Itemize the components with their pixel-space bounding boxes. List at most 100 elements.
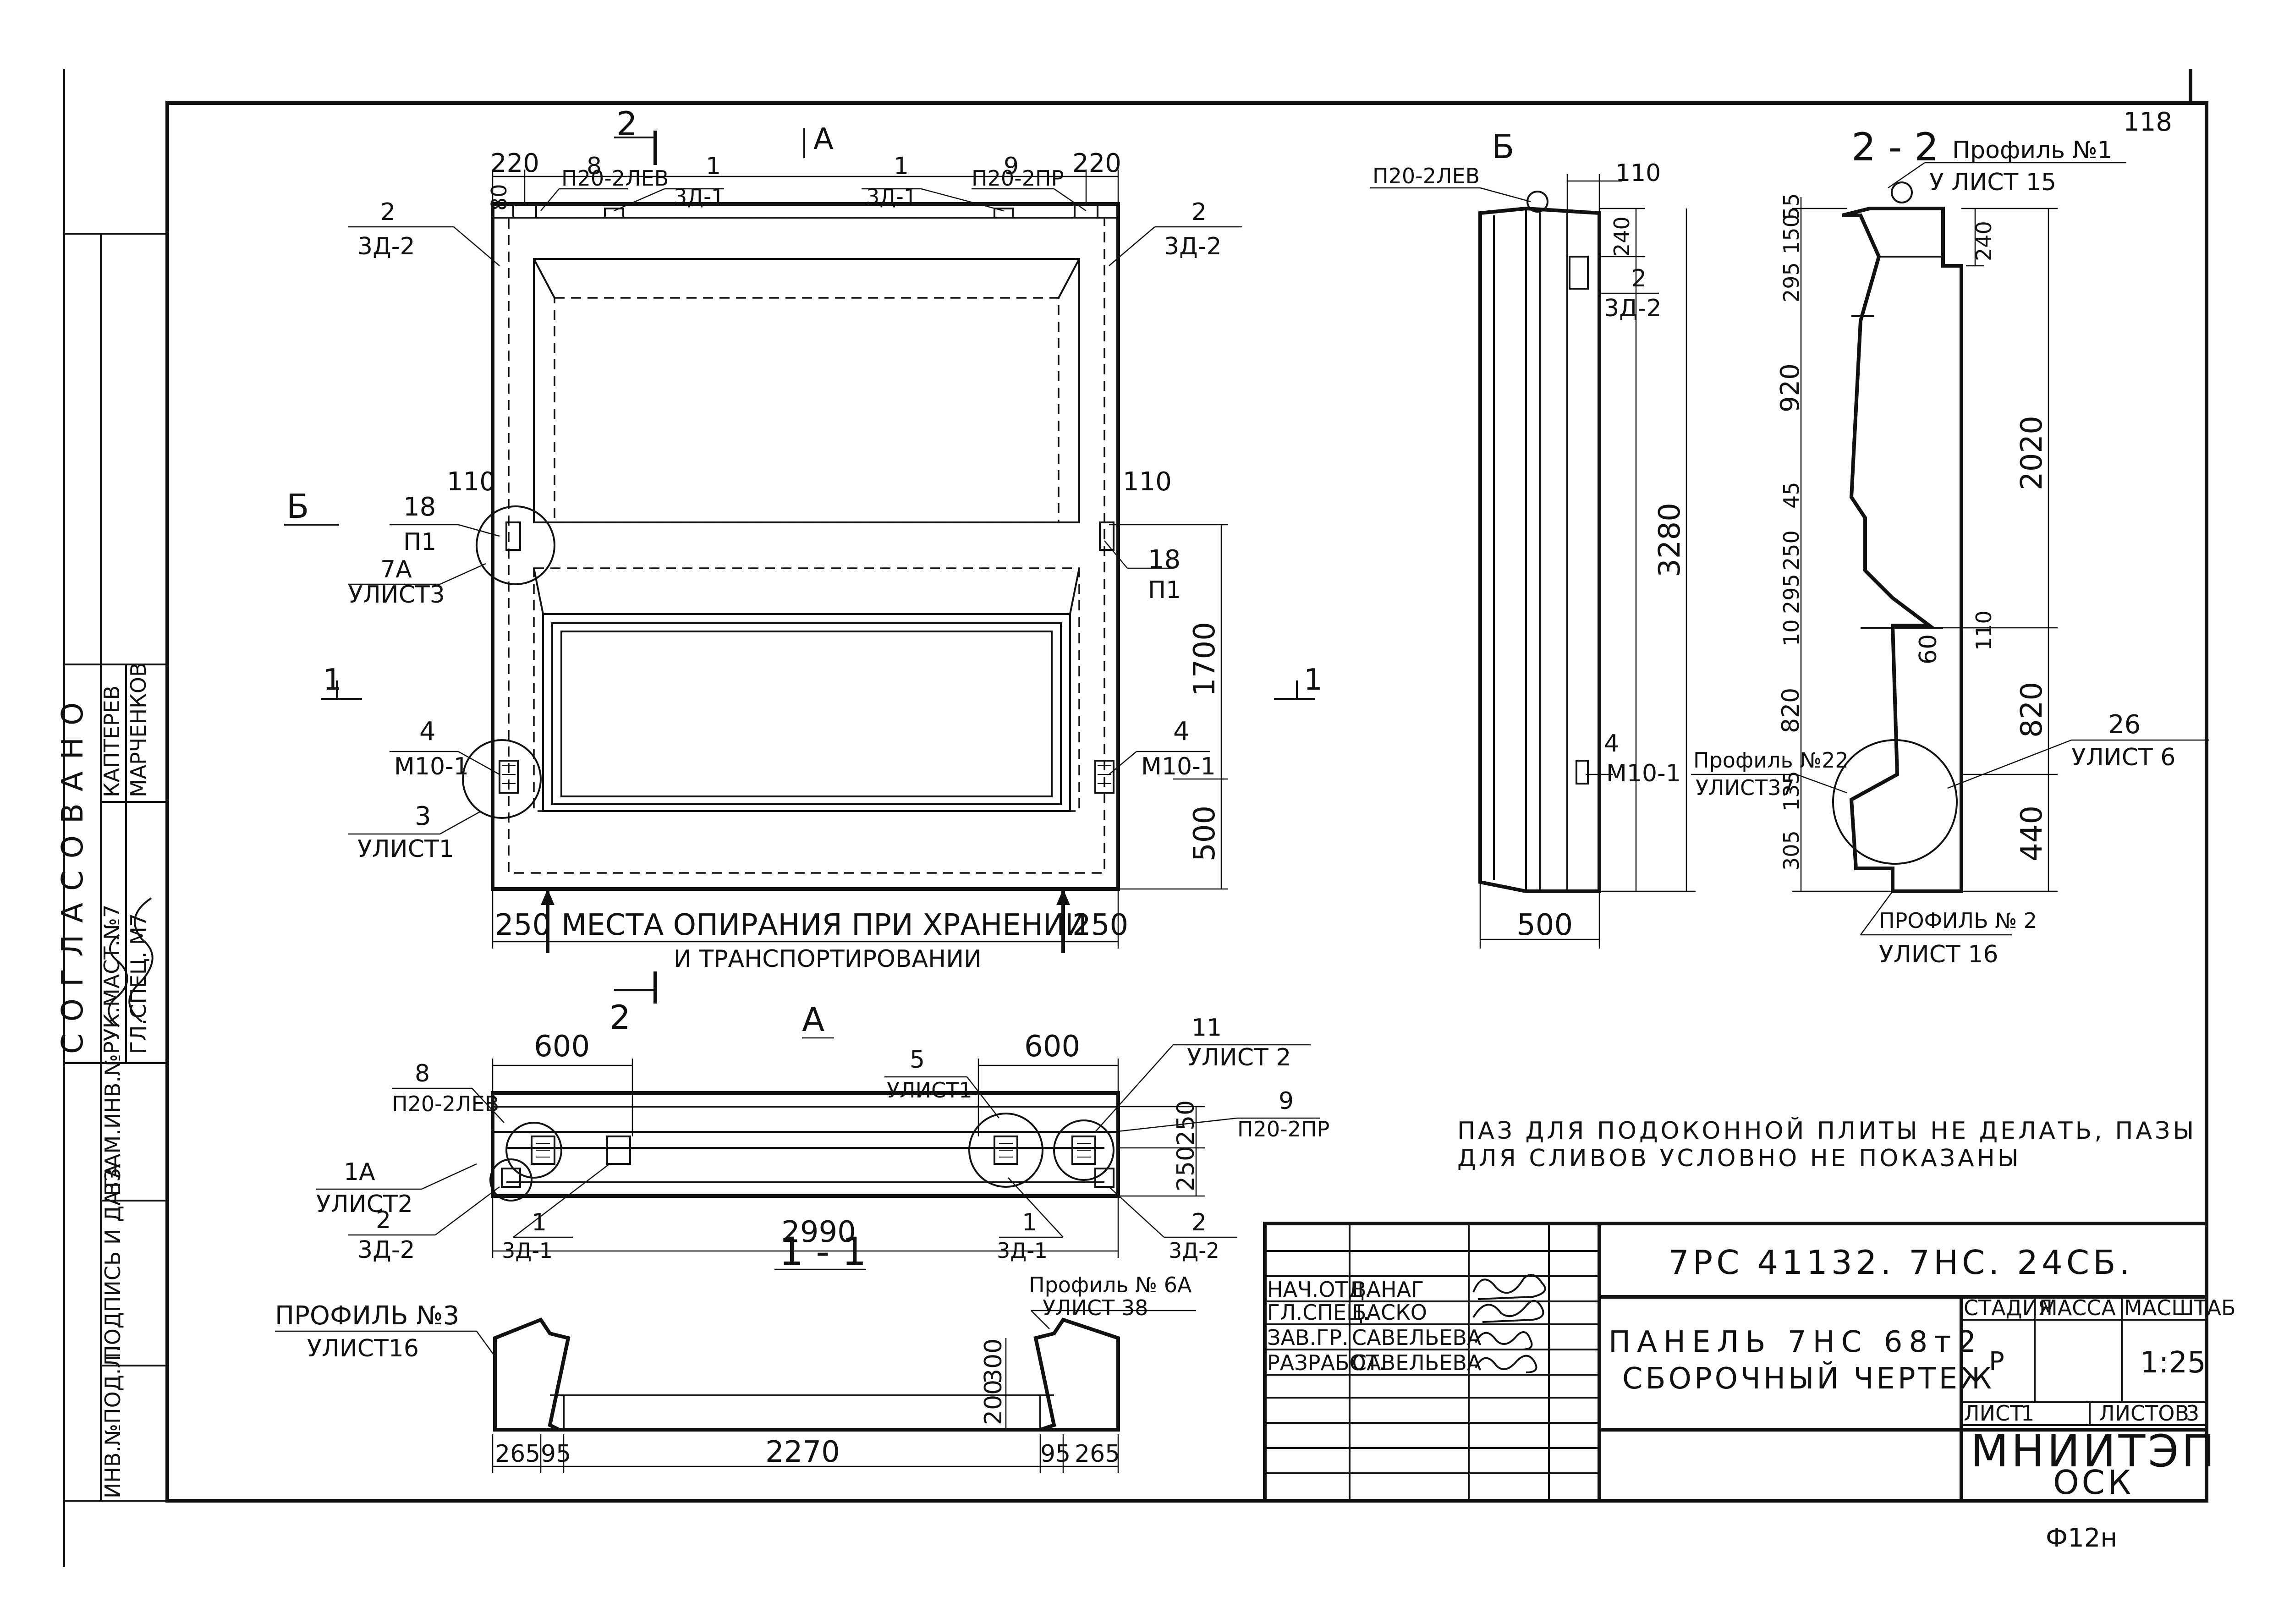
strip-label-signature: ПОДПИСЬ И ДАТА	[100, 1163, 125, 1361]
support-arrow-left	[541, 889, 555, 905]
sheet-number-bottom: Ф12н	[2046, 1523, 2117, 1553]
front-view	[284, 128, 1315, 1004]
plan-dim-600-left: 600	[534, 1030, 590, 1064]
support-note-line-2: И ТРАНСПОРТИРОВАНИИ	[674, 945, 982, 973]
callout-2-left-ref: 3Д-2	[357, 233, 415, 260]
org-name: МНИИТЭП	[1971, 1426, 2218, 1477]
drawing-code: 7РС 41132. 7НС. 24СБ.	[1668, 1243, 2133, 1282]
plan-dim-2990: 2990	[781, 1215, 856, 1249]
sheet-label: ЛИСТ	[1964, 1401, 2023, 1426]
header-scale: МАСШТАБ	[2124, 1295, 2236, 1320]
s22-dim-250: 250	[1779, 530, 1804, 571]
dim-220-left: 220	[490, 148, 539, 178]
person-name-1: ВАНАГ	[1352, 1277, 1424, 1302]
section-1-1-title: 1 - 1	[779, 1229, 867, 1274]
plan-callout-8-ref: П20-2ЛЕВ	[392, 1092, 499, 1116]
plan-view-title: А	[802, 1000, 824, 1039]
callout-8-num: 8	[587, 153, 602, 180]
s22-callout-profile-22: Профиль №22	[1693, 748, 1849, 773]
plan-callout-9-ref: П20-2ПР	[1237, 1117, 1329, 1141]
dept-name: ОСК	[2053, 1463, 2134, 1502]
plan-callout-1-left-ref: 3Д-1	[502, 1238, 553, 1263]
signature-approval-2	[108, 934, 128, 1027]
dim-110-left: 110	[447, 467, 496, 497]
side-dim-240: 240	[1609, 216, 1634, 257]
s11-dim-95-left: 95	[541, 1440, 571, 1468]
s22-dim-305: 305	[1779, 830, 1804, 871]
plan-callout-1a-num: 1А	[344, 1158, 375, 1186]
plan-dim-250-top: 250	[1172, 1100, 1200, 1146]
side-dim-3280: 3280	[1653, 503, 1687, 577]
plan-callout-5-num: 5	[910, 1046, 925, 1074]
s22-callout-profile-1-ref: У ЛИСТ 15	[1929, 169, 2056, 196]
signature-approval-1	[128, 897, 154, 1023]
s22-callout-profile-1: Профиль №1	[1952, 137, 2113, 164]
s22-dim-820-left: 820	[1777, 688, 1805, 733]
note-line-2: ДЛЯ СЛИВОВ УСЛОВНО НЕ ПОКАЗАНЫ	[1457, 1145, 2021, 1172]
s22-dim-60: 60	[1915, 634, 1942, 664]
callout-1b-ref: 3Д-1	[866, 184, 917, 209]
s11-callout-profile-6a: Профиль № 6А	[1029, 1273, 1192, 1297]
callout-7a-ref: УЛИСТ3	[348, 581, 445, 609]
s11-callout-profile-3-ref: УЛИСТ16	[307, 1335, 419, 1362]
section-1-1	[275, 1268, 1196, 1473]
callout-9-num: 9	[1004, 153, 1019, 180]
callout-4-right-num: 4	[1173, 717, 1190, 746]
s11-dim-95-right: 95	[1040, 1440, 1071, 1468]
section-mark-1-left: 1	[323, 663, 342, 697]
dim-80: 80	[487, 184, 511, 211]
callout-2-right-num: 2	[1191, 198, 1207, 226]
dim-500-front: 500	[1188, 806, 1222, 861]
section-2-2-title: 2 - 2	[1851, 125, 1939, 170]
s11-dim-300: 300	[980, 1339, 1007, 1384]
person-role-2: ГЛ.СПЕЦ.	[1267, 1300, 1369, 1325]
approval-header: СОГЛАСОВАНО	[56, 691, 90, 1054]
s11-callout-profile-3: ПРОФИЛЬ №3	[275, 1301, 459, 1331]
dim-110-right: 110	[1123, 467, 1172, 497]
dim-220-right: 220	[1072, 148, 1121, 178]
s11-callout-profile-6a-ref: УЛИСТ 38	[1043, 1295, 1148, 1320]
s22-dim-2020: 2020	[2015, 416, 2049, 490]
s22-dim-10: 10	[1779, 619, 1804, 646]
s22-callout-profile-2-ref: УЛИСТ 16	[1879, 941, 1998, 968]
s22-dim-920: 920	[1775, 363, 1805, 412]
callout-18-right-ref: П1	[1148, 576, 1181, 604]
plan-callout-1-right-ref: 3Д-1	[997, 1238, 1048, 1263]
plan-callout-2-right-num: 2	[1191, 1209, 1207, 1236]
approval-role-1: РУК.МАСТ.№7	[99, 905, 124, 1054]
dim-250-left: 250	[495, 908, 551, 942]
person-name-2: БАСКО	[1352, 1300, 1427, 1325]
s22-callout-profile-22-ref: УЛИСТ37	[1696, 775, 1795, 800]
callout-2-right-ref: 3Д-2	[1164, 233, 1222, 260]
s22-callout-26: 26	[2108, 710, 2141, 740]
plan-callout-1-right-num: 1	[1022, 1209, 1037, 1236]
plan-callout-2-left-ref: 3Д-2	[357, 1236, 415, 1264]
stage-value: Р	[1989, 1347, 2004, 1377]
signature-4	[1475, 1355, 1537, 1373]
s11-dim-200: 200	[980, 1380, 1007, 1425]
person-name-4: САВЕЛЬЕВА	[1352, 1350, 1482, 1375]
section-mark-a: А	[813, 122, 834, 156]
sheets-label: ЛИСТОВ	[2099, 1401, 2189, 1426]
callout-4-left-ref: М10-1	[394, 753, 469, 780]
callout-1a-num: 1	[706, 153, 721, 180]
approval-name-2: МАРЧЕНКОВ	[126, 662, 151, 797]
note-line-1: ПАЗ ДЛЯ ПОДОКОННОЙ ПЛИТЫ НЕ ДЕЛАТЬ, ПАЗЫ	[1457, 1117, 2196, 1145]
side-callout-2-ref: 3Д-2	[1604, 295, 1662, 322]
callout-4-left-num: 4	[419, 717, 436, 746]
callout-9-ref: П20-2ПР	[972, 166, 1064, 191]
side-callout-4-num: 4	[1604, 730, 1619, 757]
section-2-2	[1691, 162, 2209, 936]
callout-18-left-ref: П1	[403, 528, 436, 556]
s22-dim-440: 440	[2015, 806, 2049, 861]
section-mark-b: Б	[286, 487, 309, 526]
signature-1	[1472, 1274, 1546, 1300]
callout-4-right-ref: М10-1	[1141, 753, 1216, 780]
section-mark-1-right: 1	[1304, 663, 1323, 697]
side-callout-4-ref: М10-1	[1606, 760, 1681, 787]
section-mark-2-bottom: 2	[609, 998, 631, 1037]
plan-callout-11-num: 11	[1191, 1014, 1222, 1042]
callout-3-ref: УЛИСТ1	[357, 835, 454, 863]
plan-callout-2-left-num: 2	[376, 1207, 391, 1234]
approval-name-1: КАПТЕРЕВ	[99, 686, 124, 797]
